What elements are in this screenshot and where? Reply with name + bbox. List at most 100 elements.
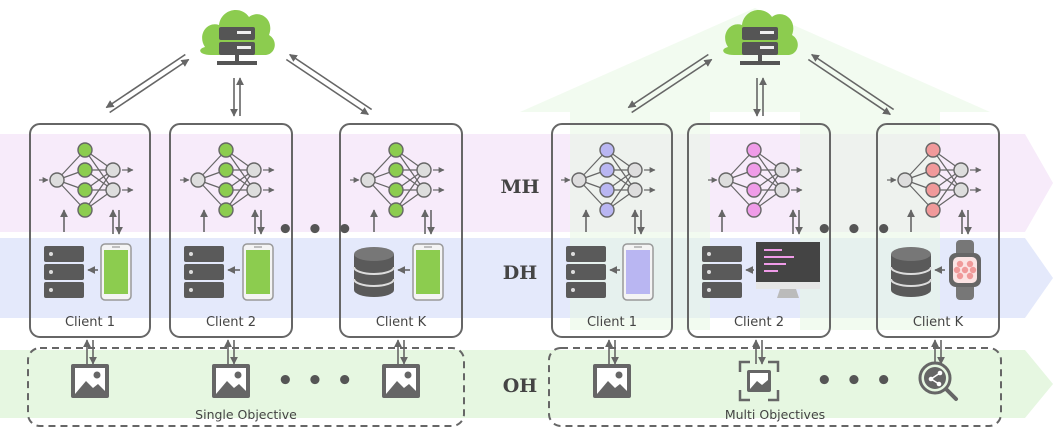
nn-node <box>897 172 913 188</box>
objective-group-label: Single Objective <box>195 407 297 422</box>
nn-node <box>218 142 234 158</box>
db-ring <box>353 266 395 275</box>
database-icon <box>890 247 932 297</box>
server-vent <box>237 31 251 34</box>
client-label: Client 2 <box>206 315 256 330</box>
image-mountain <box>216 381 246 394</box>
server-vent <box>760 31 774 34</box>
client-panel: Client 1 <box>551 123 673 365</box>
watch-app-dot <box>969 266 977 274</box>
server-base <box>740 61 780 65</box>
ellipsis-text: • • • <box>816 366 894 396</box>
nn-node <box>77 162 93 178</box>
server-client-arrow <box>807 53 895 116</box>
objective-border <box>548 347 1002 427</box>
nn-node <box>599 182 615 198</box>
server-rack-icon <box>702 246 742 298</box>
nn-node <box>246 182 262 198</box>
client-panel: Client 2 <box>169 123 293 365</box>
image-icon <box>212 364 250 398</box>
rack-led <box>189 288 193 292</box>
nn-node <box>599 162 615 178</box>
phone-screen <box>246 250 270 294</box>
nn-edge <box>395 169 425 211</box>
phone-screen <box>626 250 650 294</box>
rack-unit <box>702 246 742 262</box>
rack-unit <box>566 246 606 262</box>
client-label: Client 1 <box>587 315 637 330</box>
rack-unit <box>184 264 224 280</box>
server-icon <box>723 10 798 65</box>
mh-band <box>0 134 1053 232</box>
nn-node <box>746 202 762 218</box>
nn-edge <box>932 169 962 211</box>
nn-node <box>746 182 762 198</box>
client-panel: Client K <box>876 123 1000 365</box>
magnifier-lens <box>924 367 946 389</box>
neural-network-icon <box>180 142 275 218</box>
nn-edge <box>225 169 255 211</box>
server-client-arrow <box>753 77 767 117</box>
server-client-arrow <box>285 53 373 116</box>
rack-led <box>189 252 193 256</box>
nn-node <box>190 172 206 188</box>
rack-unit <box>44 282 84 298</box>
rack-led <box>571 270 575 274</box>
rack-led <box>707 288 711 292</box>
nn-node <box>925 142 941 158</box>
objective-group-label: Multi Objectives <box>725 407 825 422</box>
image-icon <box>382 364 420 398</box>
nn-node <box>77 182 93 198</box>
search-graph-icon <box>918 361 958 401</box>
monitor-stand <box>777 289 799 298</box>
client-border <box>687 123 831 338</box>
ellipsis-text: • • • <box>277 366 355 396</box>
watch-app-dot <box>966 260 974 268</box>
nn-node <box>388 182 404 198</box>
watch-app-dot <box>956 260 964 268</box>
single-objective-group: Single Objective <box>27 347 465 427</box>
rack-unit <box>184 246 224 262</box>
server-stand <box>758 55 762 62</box>
nn-node <box>953 162 969 178</box>
nn-node <box>218 202 234 218</box>
neural-network-icon <box>350 142 445 218</box>
nn-edge <box>753 169 783 211</box>
monitor-chin <box>756 282 820 289</box>
mh-label: MH <box>501 176 540 198</box>
neural-network-icon <box>708 142 803 218</box>
nn-node <box>360 172 376 188</box>
rack-unit <box>44 246 84 262</box>
nn-edge <box>84 169 114 211</box>
server-vent <box>760 46 774 49</box>
image-icon <box>71 364 109 398</box>
oh-band <box>0 350 1053 418</box>
db-body <box>354 254 394 297</box>
nn-node <box>627 162 643 178</box>
server-client-arrow <box>105 53 190 114</box>
server-stand <box>235 55 239 62</box>
client-label: Client 2 <box>734 315 784 330</box>
db-body <box>891 254 931 297</box>
arrow-down <box>105 53 186 109</box>
server-client-arrow <box>230 77 244 117</box>
image-detect-icon <box>738 360 780 402</box>
nn-node <box>953 182 969 198</box>
db-ring <box>890 278 932 287</box>
phone-screen <box>416 250 440 294</box>
nn-node <box>246 162 262 178</box>
client-label: Client K <box>376 315 427 330</box>
nn-edge <box>606 169 636 211</box>
nn-node <box>218 182 234 198</box>
rack-led <box>707 252 711 256</box>
client-panel: Client K <box>339 123 463 365</box>
rack-unit <box>566 264 606 280</box>
nn-node <box>388 142 404 158</box>
db-ring <box>353 278 395 287</box>
arrow-up <box>109 58 190 114</box>
db-top <box>891 247 931 261</box>
dh-label: DH <box>503 262 537 284</box>
database-icon <box>353 247 395 297</box>
phone-icon <box>242 243 274 301</box>
detect-corners <box>738 360 780 402</box>
